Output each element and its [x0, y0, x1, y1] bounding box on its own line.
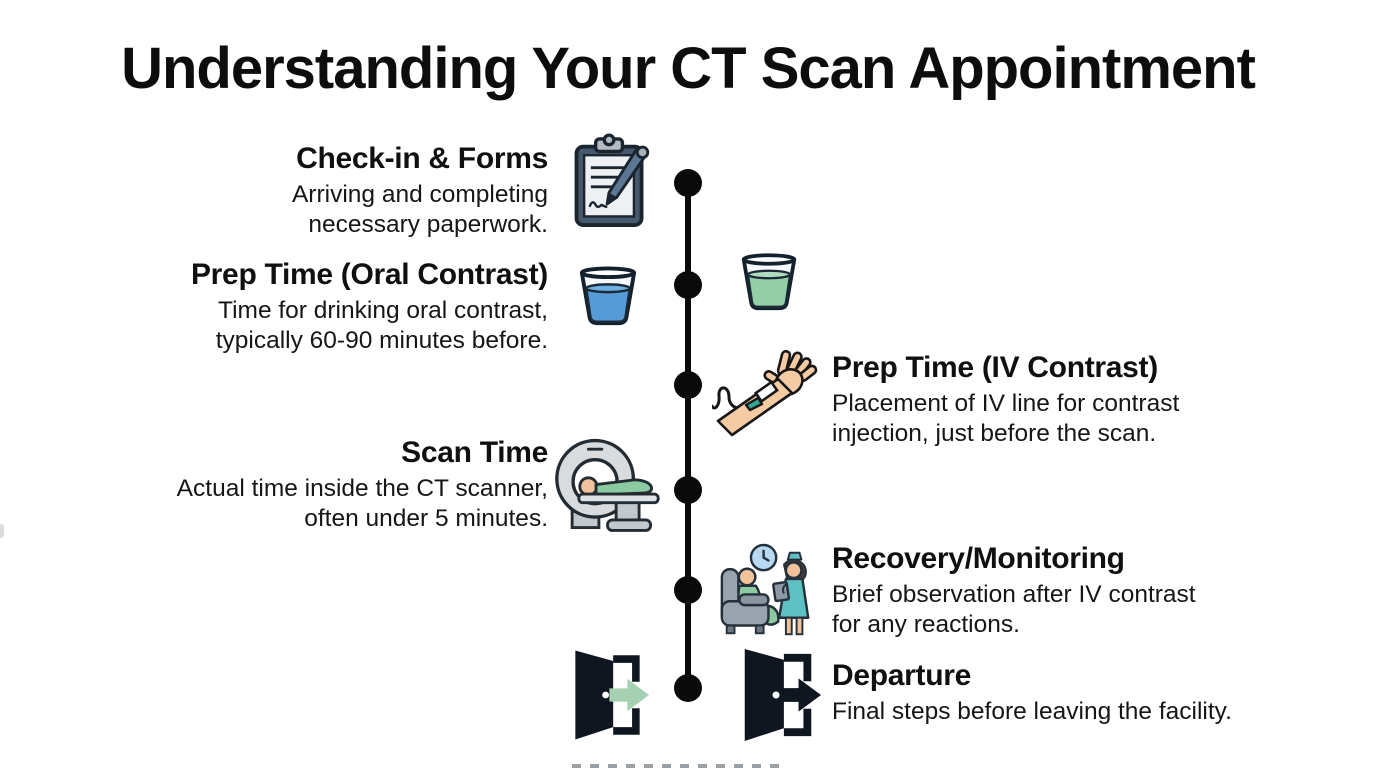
timeline-dot — [674, 476, 702, 504]
contrast-glass-green-icon — [739, 252, 799, 312]
cropped-text-artifact — [572, 764, 786, 768]
step-description: Actual time inside the CT scanner, often… — [176, 475, 548, 532]
ct-scanner-icon — [553, 436, 663, 535]
exit-door-black-arrow-icon — [744, 649, 822, 741]
iv-arm-icon — [712, 349, 818, 437]
exit-door-black-arrow-icon — [733, 648, 823, 742]
step-title: Scan Time — [401, 436, 548, 469]
exit-door-green-arrow-icon — [564, 648, 651, 742]
contrast-glass-green-icon — [741, 253, 797, 311]
exit-door-green-arrow-icon — [575, 650, 650, 740]
page-title: Understanding Your CT Scan Appointment — [121, 36, 1256, 101]
step-prep-oral-contrast: Prep Time (Oral Contrast) Time for drink… — [108, 256, 548, 356]
recovery-monitoring-icon — [720, 543, 810, 636]
step-prep-iv-contrast: Prep Time (IV Contrast) Placement of IV … — [832, 349, 1272, 449]
step-title: Check-in & Forms — [296, 142, 548, 175]
iv-arm-icon — [712, 349, 818, 437]
step-description: Final steps before leaving the facility. — [832, 698, 1232, 725]
step-title: Recovery/Monitoring — [832, 542, 1125, 575]
timeline-dot — [674, 371, 702, 399]
step-description: Brief observation after IV contrast for … — [832, 581, 1196, 638]
step-description: Time for drinking oral contrast, typical… — [215, 297, 548, 354]
step-title: Departure — [832, 659, 972, 692]
step-description: Arriving and completing necessary paperw… — [291, 181, 548, 238]
step-description: Placement of IV line for contrast inject… — [832, 390, 1180, 447]
step-check-in-forms: Check-in & Forms Arriving and completing… — [108, 140, 548, 240]
step-recovery-monitoring: Recovery/Monitoring Brief observation af… — [832, 540, 1272, 640]
edge-artifact — [0, 524, 4, 538]
timeline-line — [685, 181, 691, 690]
timeline-dot — [674, 674, 702, 702]
step-title: Prep Time (Oral Contrast) — [190, 258, 548, 291]
recovery-monitoring-icon — [718, 543, 815, 643]
oral-contrast-glass-icon — [577, 265, 639, 327]
timeline-dot — [674, 271, 702, 299]
step-title: Prep Time (IV Contrast) — [832, 351, 1158, 384]
clipboard-pen-icon — [566, 131, 654, 233]
step-scan-time: Scan Time Actual time inside the CT scan… — [108, 434, 549, 534]
step-departure: Departure Final steps before leaving the… — [832, 657, 1272, 727]
timeline-dot — [674, 576, 702, 604]
clipboard-pen-icon — [574, 133, 650, 227]
ct-scanner-icon — [555, 438, 660, 532]
oral-contrast-glass-icon — [579, 266, 637, 326]
timeline-dot — [674, 169, 702, 197]
